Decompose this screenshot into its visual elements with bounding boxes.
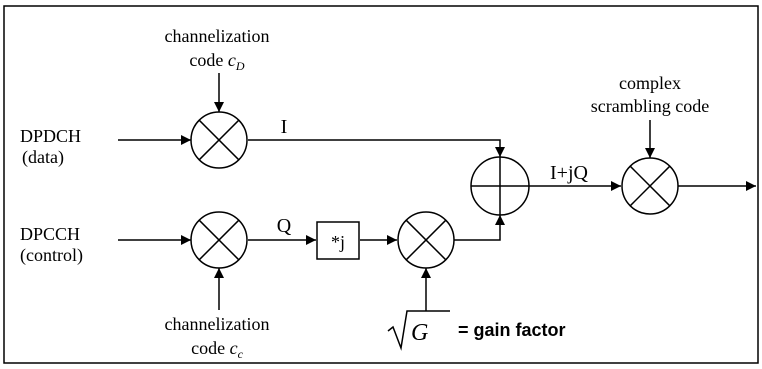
dpcch-label: DPCCH — [20, 224, 80, 244]
multiplier-data-node — [190, 111, 248, 169]
sqrt-symbol — [387, 310, 450, 351]
i-signal-label: I — [281, 116, 288, 138]
channelization-code-bottom-line2: code cc — [191, 338, 243, 361]
multiplier-scrambling-node — [621, 157, 679, 215]
q-signal-label: Q — [277, 215, 292, 237]
multiply-j-block — [316, 221, 360, 260]
channelization-code-top-line1: channelization — [165, 26, 270, 46]
sum-signal-label: I+jQ — [550, 162, 588, 184]
channelization-code-top-line2: code cD — [189, 50, 244, 73]
dpdch-desc: (data) — [22, 147, 64, 168]
scrambling-code-line1: complex — [619, 73, 681, 93]
dpcch-desc: (control) — [20, 245, 83, 266]
diagram-frame — [3, 5, 759, 364]
adder-node — [470, 156, 530, 216]
multiplier-gain-node — [397, 211, 455, 269]
dpdch-label: DPDCH — [20, 126, 81, 146]
multiply-j-label: *j — [331, 232, 345, 252]
gain-symbol: G — [411, 320, 428, 346]
scrambling-code-line2: scrambling code — [591, 96, 709, 116]
multiplier-control-node — [190, 211, 248, 269]
q-branch-wire — [454, 215, 505, 241]
channelization-code-bottom-line1: channelization — [165, 314, 270, 334]
i-branch-wire — [248, 139, 505, 157]
gain-factor-label: = gain factor — [458, 320, 566, 340]
